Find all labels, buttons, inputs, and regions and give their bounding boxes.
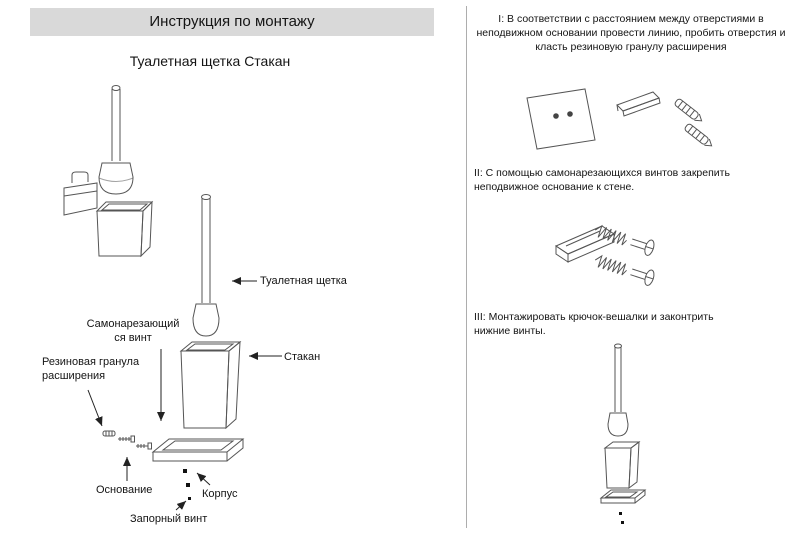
label-lock-screw: Запорный винт xyxy=(130,513,208,525)
label-base: Основание xyxy=(96,484,153,496)
wall-mounted-holder-drawing xyxy=(63,85,154,258)
step-1-text: I: В соответствии с расстоянием между от… xyxy=(476,13,786,54)
page-title: Инструкция по монтажу xyxy=(30,8,434,36)
exploded-view-illustration xyxy=(63,85,282,511)
label-self-tapping-screw: Самонарезающийся винт xyxy=(86,318,180,345)
product-subtitle: Туалетная щетка Стакан xyxy=(129,53,291,69)
steps-column: I: В соответствии с расстоянием между от… xyxy=(468,0,800,534)
step-3-text: III: Монтажировать крючок-вешалки и зако… xyxy=(474,311,714,338)
label-toilet-brush: Туалетная щетка xyxy=(260,275,347,287)
step-3-illustration xyxy=(599,343,647,524)
label-body: Корпус xyxy=(202,488,238,500)
callout-arrows xyxy=(87,277,282,511)
vertical-divider xyxy=(466,6,467,528)
exploded-parts-drawing xyxy=(102,194,245,500)
label-cup: Стакан xyxy=(284,351,321,363)
step-2-illustration xyxy=(554,224,655,286)
label-rubber-granule: Резиновая гранула расширения xyxy=(42,356,140,383)
step-2-text: II: С помощью самонарезающихся винтов за… xyxy=(474,167,730,194)
step-1-illustration xyxy=(526,88,713,150)
